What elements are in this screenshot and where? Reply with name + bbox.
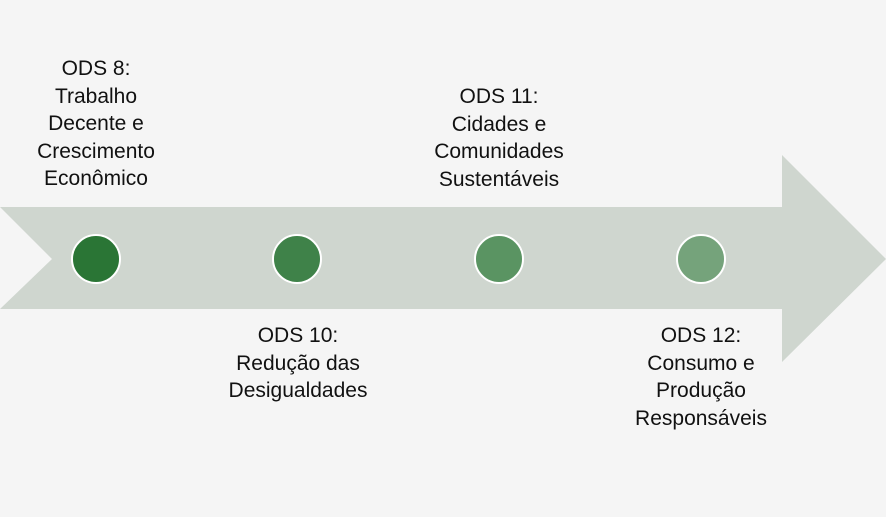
milestone-text-line: Crescimento <box>37 139 155 163</box>
milestone-title: ODS 8: <box>61 57 131 80</box>
milestone-text-line: Produção <box>656 379 746 402</box>
milestone-dot-ods-8 <box>71 234 121 284</box>
milestone-label-ods-8: ODS 8: Trabalho Decente e Crescimento Ec… <box>0 55 206 193</box>
milestone-title: ODS 11: <box>459 85 539 108</box>
milestone-text-line: Redução das <box>236 351 360 375</box>
milestone-text-line: Sustentáveis <box>438 167 560 191</box>
milestone-text-line: Trabalho <box>54 84 138 108</box>
milestone-label-ods-10: ODS 10: Redução das Desigualdades <box>188 322 408 405</box>
milestone-text-line: Decente e <box>48 112 144 135</box>
milestone-text-line: Responsáveis <box>635 406 767 430</box>
milestone-label-ods-11: ODS 11: Cidades e Comunidades Sustentáve… <box>389 83 609 193</box>
milestone-text-line: Econômico <box>44 167 148 190</box>
milestone-dot-ods-10 <box>272 234 322 284</box>
milestone-text-line: Cidades e <box>451 112 547 136</box>
milestone-text-line: Desigualdades <box>228 379 368 402</box>
arrow-shape <box>0 155 886 362</box>
milestone-label-ods-12: ODS 12: Consumo e Produção Responsáveis <box>591 322 811 432</box>
milestone-text-line: Comunidades <box>434 140 564 163</box>
milestone-text-line: Consumo e <box>647 351 755 375</box>
milestone-dot-ods-12 <box>676 234 726 284</box>
milestone-title: ODS 12: <box>660 324 742 347</box>
milestone-title: ODS 10: <box>257 324 339 347</box>
milestone-dot-ods-11 <box>474 234 524 284</box>
